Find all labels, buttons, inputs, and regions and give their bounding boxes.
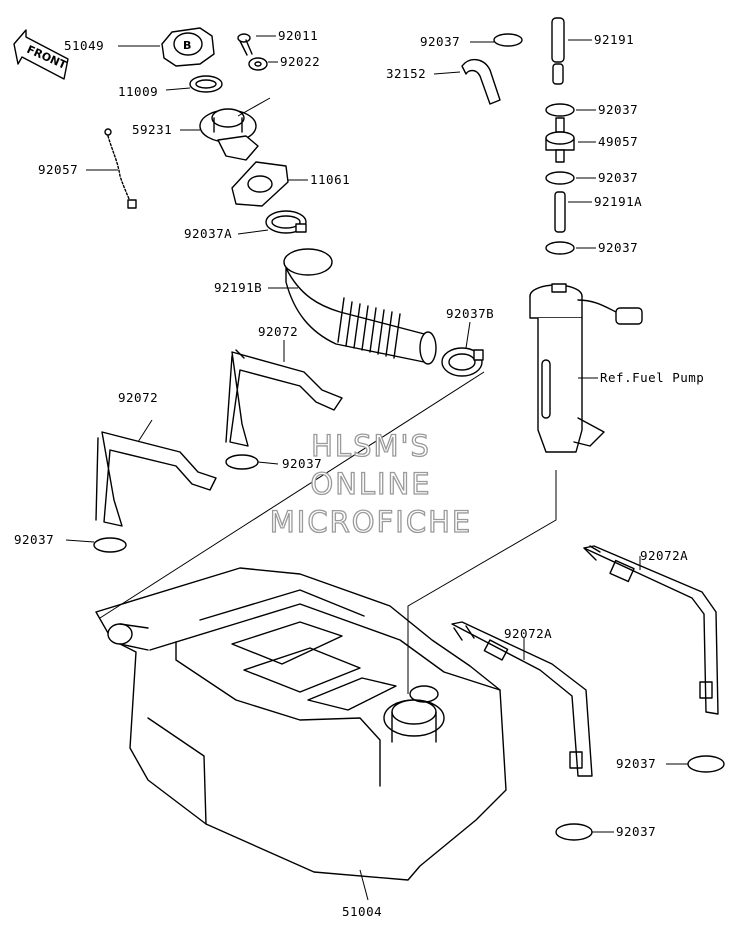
ground-wire-part [104,128,137,209]
clamp-br2-part [555,823,593,841]
fuel-pump-part [529,283,643,453]
label-49057: 49057 [598,134,638,149]
label-51049: 51049 [64,38,104,53]
watermark-line-1: HLSM'S [311,429,431,463]
svg-text:B: B [183,39,191,52]
label-92191A: 92191A [594,194,642,209]
label-92037-br1: 92037 [616,756,656,771]
bolt-part [237,33,253,56]
label-92022: 92022 [280,54,320,69]
fuel-tank-part [95,567,507,881]
watermark-line-3: MICROFICHE [270,505,472,539]
flange-gasket-part [231,161,289,207]
label-ref-fuel-pump: Ref.Fuel Pump [600,370,704,385]
tank-band-lower-part [95,431,217,527]
gasket-ring-part [189,75,223,93]
vent-hose-part [461,59,501,105]
label-92037B: 92037B [446,306,494,321]
clamp-r2-part [545,171,575,185]
small-clamp-part [225,454,259,470]
label-92037-br2: 92037 [616,824,656,839]
tank-band-middle-part [451,621,593,777]
label-92037-mid: 92037 [282,456,322,471]
hose-clamp-part [265,210,307,234]
washer-part [248,57,268,71]
filler-neck-part [199,108,259,161]
clamp-r1-part [545,103,575,117]
check-valve-part [545,117,575,163]
filler-hose-part [283,248,437,365]
label-92037-top: 92037 [420,34,460,49]
label-92072-lower: 92072 [118,390,158,405]
label-92037A: 92037A [184,226,232,241]
clamp-top-part [493,33,523,47]
label-92037-r1: 92037 [598,102,638,117]
label-59231: 59231 [132,122,172,137]
label-92037-left: 92037 [14,532,54,547]
short-tube-part [554,191,566,233]
watermark-line-2: ONLINE [310,467,431,501]
label-32152: 32152 [386,66,426,81]
label-92191: 92191 [594,32,634,47]
fuel-cap-part: B [161,27,215,67]
label-92011: 92011 [278,28,318,43]
clamp-br1-part [687,755,725,773]
label-92072A-right: 92072A [640,548,688,563]
label-92072-upper: 92072 [258,324,298,339]
hose-clamp-b-part [441,347,484,377]
tank-band-right-part [583,545,719,715]
small-clamp-left-part [93,537,127,553]
label-11009: 11009 [118,84,158,99]
front-arrow-icon: FRONT [13,29,69,80]
label-92057: 92057 [38,162,78,177]
vent-tube-part [551,17,565,85]
label-92037-r3: 92037 [598,240,638,255]
label-92072A-middle: 92072A [504,626,552,641]
label-51004: 51004 [342,904,382,919]
clamp-r3-part [545,241,575,255]
tank-band-upper-part [225,349,343,447]
label-92037-r2: 92037 [598,170,638,185]
label-92191B: 92191B [214,280,262,295]
label-11061: 11061 [310,172,350,187]
